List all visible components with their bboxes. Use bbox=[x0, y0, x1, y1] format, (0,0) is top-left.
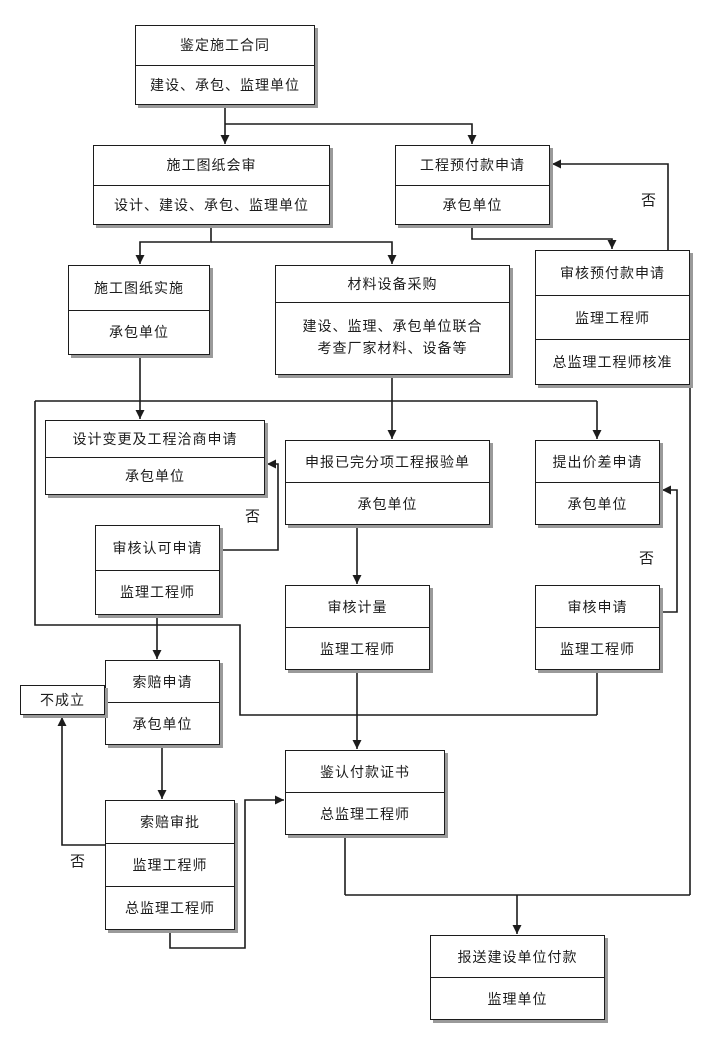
node-contract-party: 建设、承包、监理单位 bbox=[136, 64, 314, 105]
node-payment-certificate: 鉴认付款证书 总监理工程师 bbox=[285, 750, 445, 835]
node-material-procurement-title: 材料设备采购 bbox=[347, 277, 438, 293]
connector-prepayment-request-to-audit bbox=[471, 225, 617, 249]
node-payment-certificate-title: 鉴认付款证书 bbox=[320, 764, 410, 781]
node-submit-payment: 报送建设单位付款 监理单位 bbox=[430, 935, 605, 1020]
node-payment-certificate-party: 总监理工程师 bbox=[286, 792, 444, 834]
node-approval-review-title: 审核认可申请 bbox=[112, 540, 203, 557]
node-claim-request: 索赔申请 承包单位 bbox=[105, 660, 220, 745]
node-material-procurement-detail-line2: 考查厂家材料、设备等 bbox=[317, 340, 468, 357]
connector-claim-approval-no-loop bbox=[57, 717, 105, 846]
node-design-change-request: 设计变更及工程洽商申请 承包单位 bbox=[45, 420, 265, 495]
node-inspection-declaration-party: 承包单位 bbox=[286, 482, 489, 524]
node-material-procurement-detail-line1: 建设、监理、承包单位联合 bbox=[302, 318, 483, 335]
node-price-diff-request-title: 提出价差申请 bbox=[552, 454, 643, 471]
node-prepayment-audit-party: 监理工程师 bbox=[536, 294, 689, 340]
connector-contract-to-prepayment-request bbox=[225, 123, 477, 144]
node-submit-payment-party: 监理单位 bbox=[431, 977, 604, 1019]
node-prepayment-audit-title: 审核预付款申请 bbox=[560, 265, 665, 282]
node-material-procurement: 材料设备采购 建设、监理、承包单位联合 考查厂家材料、设备等 bbox=[275, 265, 510, 375]
node-claim-approval-party: 监理工程师 bbox=[106, 843, 234, 886]
node-prepayment-audit-approver: 总监理工程师核准 bbox=[536, 339, 689, 384]
node-measurement-audit: 审核计量 监理工程师 bbox=[285, 585, 430, 670]
connector-claim-approval-to-certificate bbox=[169, 795, 284, 949]
node-prepayment-request: 工程预付款申请 承包单位 bbox=[395, 145, 550, 225]
node-prepayment-request-title: 工程预付款申请 bbox=[420, 158, 525, 175]
node-claim-request-title: 索赔申请 bbox=[132, 674, 193, 691]
node-request-audit-title: 审核申请 bbox=[567, 599, 628, 616]
connector-request-audit-no-loop bbox=[660, 485, 678, 613]
node-drawing-implementation-title: 施工图纸实施 bbox=[94, 280, 184, 297]
node-request-audit: 审核申请 监理工程师 bbox=[535, 585, 660, 670]
no-label-request-audit-loop: 否 bbox=[639, 549, 655, 567]
node-contract: 鉴定施工合同 建设、承包、监理单位 bbox=[135, 25, 315, 105]
node-material-procurement-detail: 建设、监理、承包单位联合 考查厂家材料、设备等 bbox=[276, 302, 509, 374]
node-drawing-review-title: 施工图纸会审 bbox=[166, 158, 257, 175]
node-not-established-title: 不成立 bbox=[40, 693, 85, 709]
no-label-prepayment-loop: 否 bbox=[641, 191, 657, 209]
no-label-claim-loop: 否 bbox=[70, 852, 86, 870]
node-price-diff-request-party: 承包单位 bbox=[536, 482, 659, 524]
connector-review-to-procurement bbox=[211, 241, 397, 264]
node-prepayment-audit: 审核预付款申请 监理工程师 总监理工程师核准 bbox=[535, 250, 690, 385]
node-drawing-review-party: 设计、建设、承包、监理单位 bbox=[94, 184, 329, 225]
node-price-diff-request: 提出价差申请 承包单位 bbox=[535, 440, 660, 525]
node-measurement-audit-party: 监理工程师 bbox=[286, 627, 429, 669]
node-inspection-declaration: 申报已完分项工程报验单 承包单位 bbox=[285, 440, 490, 525]
node-prepayment-request-party: 承包单位 bbox=[396, 184, 549, 225]
node-claim-approval-title: 索赔审批 bbox=[140, 815, 200, 831]
node-drawing-implementation: 施工图纸实施 承包单位 bbox=[68, 265, 210, 355]
connector-review-to-implementation bbox=[135, 225, 212, 264]
node-design-change-request-title: 设计变更及工程洽商申请 bbox=[72, 432, 238, 448]
node-inspection-declaration-title: 申报已完分项工程报验单 bbox=[305, 454, 470, 471]
node-contract-title: 鉴定施工合同 bbox=[180, 38, 270, 55]
no-label-approval-review-loop: 否 bbox=[245, 507, 261, 525]
connector-prepayment-audit-no-loop bbox=[552, 159, 669, 250]
node-approval-review-party: 监理工程师 bbox=[96, 569, 219, 615]
connector-process-left-trunk bbox=[34, 401, 597, 716]
node-not-established: 不成立 bbox=[20, 685, 105, 715]
node-submit-payment-title: 报送建设单位付款 bbox=[457, 949, 578, 966]
node-drawing-review: 施工图纸会审 设计、建设、承包、监理单位 bbox=[93, 145, 330, 225]
node-request-audit-party: 监理工程师 bbox=[536, 627, 659, 669]
node-design-change-request-party: 承包单位 bbox=[46, 457, 264, 494]
connector-approval-review-no-loop bbox=[220, 459, 279, 551]
node-claim-request-party: 承包单位 bbox=[106, 702, 219, 744]
node-measurement-audit-title: 审核计量 bbox=[327, 599, 388, 616]
node-claim-approval: 索赔审批 监理工程师 总监理工程师 bbox=[105, 800, 235, 930]
node-approval-review: 审核认可申请 监理工程师 bbox=[95, 525, 220, 615]
node-claim-approval-approver: 总监理工程师 bbox=[106, 886, 234, 929]
node-drawing-implementation-party: 承包单位 bbox=[69, 309, 209, 355]
